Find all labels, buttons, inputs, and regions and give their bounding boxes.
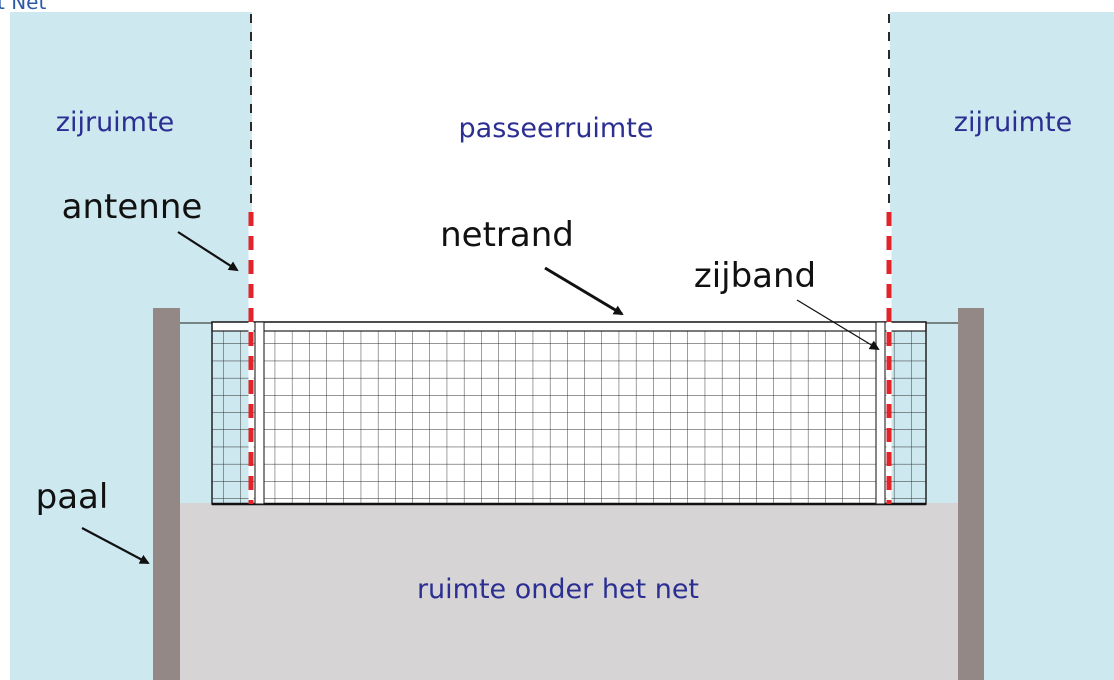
post-right	[958, 308, 984, 680]
post-left	[153, 308, 180, 680]
arrow-side-band	[796, 299, 880, 351]
net-mesh	[212, 323, 926, 504]
arrow-post	[81, 527, 150, 564]
side-band-right	[875, 321, 886, 505]
label-net-edge: netrand	[440, 215, 574, 255]
side-band-left	[254, 321, 265, 505]
arrow-net-edge	[544, 266, 624, 316]
zone-label-side-right: zijruimte	[954, 107, 1072, 138]
arrow-antenna	[177, 231, 239, 272]
zone-label-under-net: ruimte onder het net	[417, 574, 699, 605]
under-net-space	[180, 503, 958, 680]
label-post: paal	[36, 477, 109, 517]
zone-label-crossing: passeerruimte	[459, 113, 654, 144]
header-fragment: t Net	[0, 0, 46, 14]
zone-label-side-left: zijruimte	[56, 107, 174, 138]
label-antenna: antenne	[62, 187, 203, 227]
net-edge-band	[211, 321, 927, 332]
label-side-band: zijband	[694, 256, 816, 296]
